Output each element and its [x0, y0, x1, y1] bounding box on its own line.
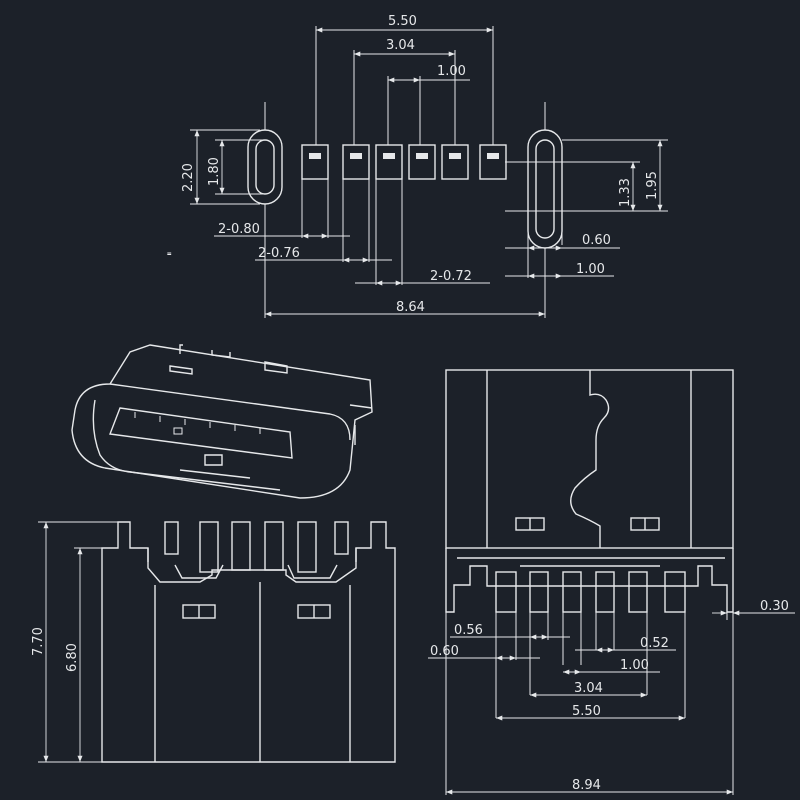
- dim-7-70: 7.70: [31, 627, 46, 656]
- left-slot-outer: [247, 129, 283, 205]
- front-view: 0.30 0.56 0.60 0.52 1.00 3.04 5.50 8.94: [428, 369, 795, 795]
- dim-1-00-front: 1.00: [620, 658, 649, 673]
- dim-5-50-top: 5.50: [388, 14, 417, 29]
- dim-8-64: 8.64: [396, 300, 425, 315]
- side-view: 7.70 6.80: [31, 521, 396, 763]
- dim-3-04-top: 3.04: [386, 38, 415, 53]
- dim-2-20: 2.20: [181, 163, 196, 192]
- dim-1-00-right: 1.00: [576, 262, 605, 277]
- isometric-view: [71, 344, 373, 499]
- dim-1-80: 1.80: [207, 157, 222, 186]
- dim-8-94: 8.94: [572, 778, 601, 793]
- left-slot-inner: [255, 139, 275, 195]
- dim-1-00-top: 1.00: [437, 64, 466, 79]
- dim-0-56: 0.56: [454, 623, 483, 638]
- dim-2-0-72: 2-0.72: [430, 269, 472, 284]
- dim-3-04-front: 3.04: [574, 681, 603, 696]
- dim-6-80: 6.80: [65, 643, 80, 672]
- right-slot-outer: [527, 129, 563, 249]
- dim-0-52: 0.52: [640, 636, 669, 651]
- dim-1-33: 1.33: [618, 178, 633, 207]
- dim-2-0-76: 2-0.76: [258, 246, 300, 261]
- dim-1-95: 1.95: [645, 171, 660, 200]
- dim-5-50-front: 5.50: [572, 704, 601, 719]
- right-slot-inner: [535, 139, 555, 239]
- dim-0-60-top: 0.60: [582, 233, 611, 248]
- dim-2-0-80: 2-0.80: [218, 222, 260, 237]
- dim-0-30: 0.30: [760, 599, 789, 614]
- pads: [301, 144, 507, 180]
- dim-0-60-front: 0.60: [430, 644, 459, 659]
- footprint-view: 5.50 3.04 1.00 2.20 1.80 1.33 1.95 2-0.8…: [166, 14, 668, 318]
- stray-mark: ˭: [166, 252, 173, 267]
